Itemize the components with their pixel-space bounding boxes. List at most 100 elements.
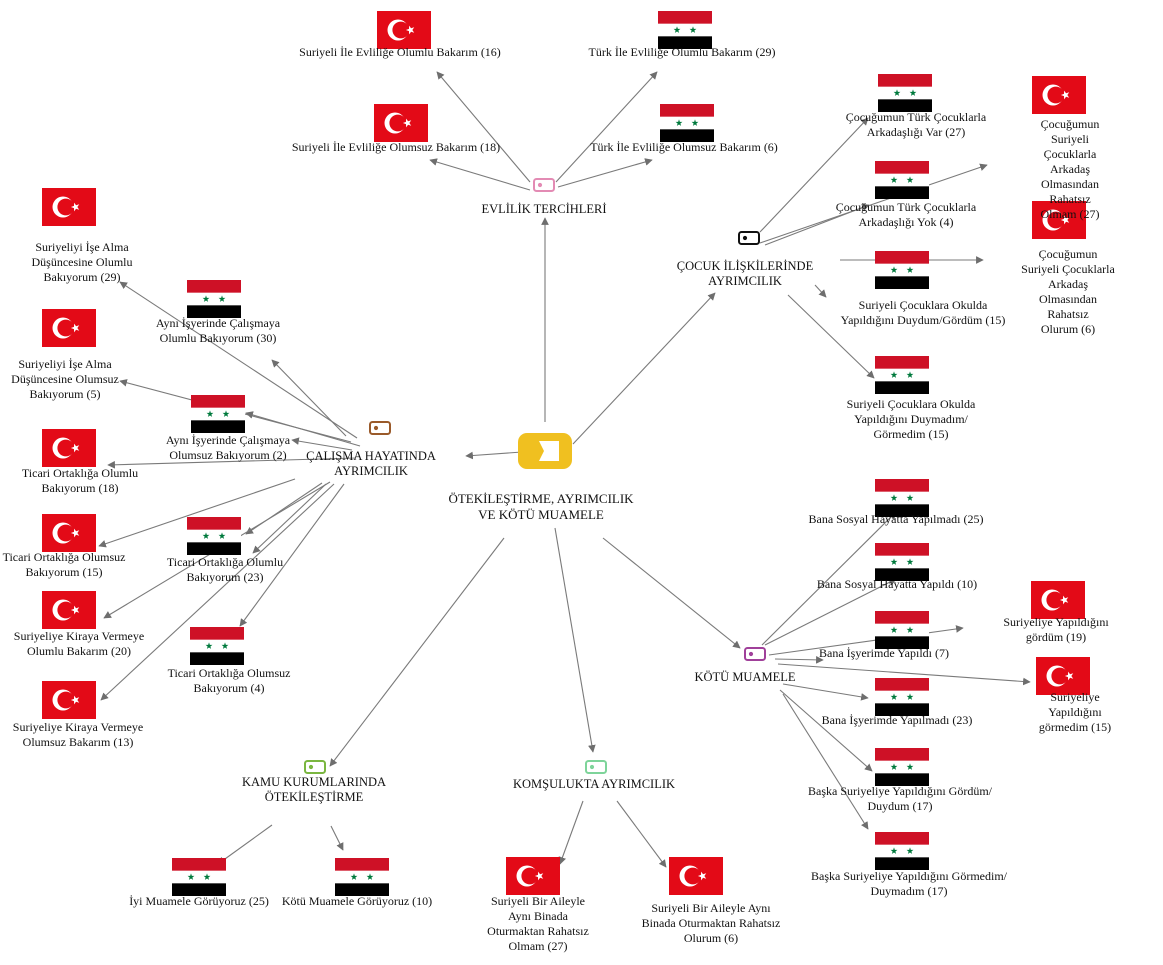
turkey-flag-icon — [42, 309, 96, 347]
leaf-node-label[interactable]: Başka Suriyeliye Yapıldığını Gördüm/ Duy… — [808, 784, 992, 813]
connector-arrow — [330, 825, 344, 851]
connector-arrow — [98, 478, 296, 548]
turkey-flag-icon — [1031, 581, 1085, 619]
leaf-node-label[interactable]: Ticari Ortaklığa Olumsuz Bakıyorum (4) — [167, 666, 291, 695]
leaf-node-label[interactable]: Suriyeli Çocuklara Okulda Yapıldığını Du… — [840, 298, 1006, 327]
leaf-node-label[interactable]: Suriyeli İle Evliliğe Olumsuz Bakarım (1… — [291, 140, 501, 154]
leaf-node-label[interactable]: Suriyeli Bir Aileyle Aynı Binada Oturmak… — [487, 894, 589, 953]
connector-arrow — [759, 117, 869, 233]
tag-icon[interactable] — [304, 760, 326, 774]
leaf-node-label[interactable]: Çocuğumun Türk Çocuklarla Arkadaşlığı Va… — [845, 110, 987, 139]
leaf-node-label[interactable]: Türk İle Evliliğe Olumlu Bakarım (29) — [588, 45, 776, 59]
tag-icon[interactable] — [744, 647, 766, 661]
leaf-node-label[interactable]: Suriyeliye Kiraya Vermeye Olumsuz Bakarı… — [12, 720, 144, 749]
leaf-node-label[interactable]: Ticari Ortaklığa Olumsuz Bakıyorum (15) — [2, 550, 126, 579]
leaf-node-label[interactable]: Ticari Ortaklığa Olumlu Bakıyorum (18) — [21, 466, 139, 495]
leaf-node-label[interactable]: Türk İle Evliliğe Olumsuz Bakarım (6) — [590, 140, 778, 154]
connector-arrow — [572, 292, 716, 445]
turkey-flag-icon — [1032, 76, 1086, 114]
syria-flag-icon — [875, 832, 929, 870]
category-node-kamu[interactable]: KAMU KURUMLARINDA ÖTEKİLEŞTİRME — [241, 775, 387, 804]
syria-flag-icon — [875, 251, 929, 289]
tag-icon[interactable] — [738, 231, 760, 245]
connector-arrow — [271, 359, 347, 437]
connector-arrow — [436, 71, 531, 183]
nodes-layer — [42, 11, 1090, 896]
leaf-node-label[interactable]: Çocuğumun Suriyeli Çocuklarla Arkadaş Ol… — [1040, 117, 1100, 221]
syria-flag-icon — [335, 858, 389, 896]
turkey-flag-icon — [1032, 201, 1086, 239]
connector-arrow — [761, 511, 897, 646]
category-node-evlilik[interactable]: EVLİLİK TERCİHLERİ — [481, 202, 607, 216]
connector-arrow — [602, 537, 741, 649]
connector-arrow — [764, 578, 897, 646]
syria-flag-icon — [875, 678, 929, 716]
edges-layer — [98, 71, 1031, 868]
leaf-node-label[interactable]: Suriyeliye Yapıldığını gördüm (19) — [1003, 615, 1109, 644]
leaf-node-label[interactable]: Kötü Muamele Görüyoruz (10) — [281, 894, 433, 908]
leaf-node-label[interactable]: Aynı İşyerinde Çalışmaya Olumsuz Bakıyor… — [165, 433, 291, 462]
turkey-flag-icon — [1036, 657, 1090, 695]
syria-flag-icon — [191, 395, 245, 433]
leaf-node-label[interactable]: Bana Sosyal Hayatta Yapılmadı (25) — [808, 512, 984, 526]
leaf-node-label[interactable]: Başka Suriyeliye Yapıldığını Görmedim/ D… — [811, 869, 1007, 898]
leaf-node-label[interactable]: Suriyeli Bir Aileyle Aynı Binada Oturmak… — [641, 901, 781, 945]
syria-flag-icon — [875, 611, 929, 649]
connector-arrow — [759, 163, 988, 244]
leaf-node-label[interactable]: Bana İşyerimde Yapıldı (7) — [819, 646, 949, 660]
leaf-node-label[interactable]: Bana Sosyal Hayatta Yapıldı (10) — [816, 577, 978, 591]
connector-arrow — [555, 71, 658, 183]
syria-flag-icon — [190, 627, 244, 665]
connector-arrow — [774, 656, 824, 664]
turkey-flag-icon — [42, 188, 96, 226]
leaf-node-label[interactable]: Aynı İşyerinde Çalışmaya Olumlu Bakıyoru… — [155, 316, 281, 345]
turkey-flag-icon — [42, 514, 96, 552]
syria-flag-icon — [875, 479, 929, 517]
connector-arrow — [245, 482, 323, 535]
syria-flag-icon — [187, 280, 241, 318]
connector-arrow — [239, 483, 345, 627]
connector-arrow — [554, 527, 596, 753]
syria-flag-icon — [660, 104, 714, 142]
connector-arrow — [782, 683, 869, 701]
category-node-cocuk[interactable]: ÇOCUK İLİŞKİLERİNDE AYRIMCILIK — [676, 259, 814, 288]
connector-arrow — [245, 411, 361, 447]
leaf-node-label[interactable]: Suriyeliye Yapıldığını görmedim (15) — [1038, 690, 1112, 734]
syria-flag-icon — [658, 11, 712, 49]
leaf-node-label[interactable]: Ticari Ortaklığa Olumlu Bakıyorum (23) — [166, 555, 284, 584]
root-node-label: ÖTEKİLEŞTİRME, AYRIMCILIK VE KÖTÜ MUAMEL… — [448, 491, 634, 522]
connector-arrow — [465, 451, 523, 460]
category-node-kotu[interactable]: KÖTÜ MUAMELE — [694, 670, 796, 684]
connector-arrow — [429, 158, 531, 191]
connector-arrow — [777, 663, 1031, 686]
syria-flag-icon — [875, 356, 929, 394]
category-node-calisma[interactable]: ÇALIŞMA HAYATINDA AYRIMCILIK — [306, 449, 436, 478]
turkey-flag-icon — [42, 591, 96, 629]
connector-arrow — [779, 689, 873, 772]
leaf-node-label[interactable]: Suriyeliyi İşe Alma Düşüncesine Olumlu B… — [31, 240, 133, 284]
leaf-node-label[interactable]: Suriyeliye Kiraya Vermeye Olumlu Bakarım… — [13, 629, 145, 658]
syria-flag-icon — [187, 517, 241, 555]
syria-flag-icon — [875, 161, 929, 199]
connector-arrow — [787, 294, 875, 379]
category-node-komsu[interactable]: KOMŞULUKTA AYRIMCILIK — [512, 777, 676, 791]
leaf-node-label[interactable]: Çocuğumun Türk Çocuklarla Arkadaşlığı Yo… — [835, 200, 977, 229]
tag-icon[interactable] — [533, 178, 555, 192]
connector-arrow — [217, 824, 273, 865]
tag-icon[interactable] — [369, 421, 391, 435]
tag-icon[interactable] — [585, 760, 607, 774]
leaf-node-label[interactable]: Çocuğumun Suriyeli Çocuklarla Arkadaş Ol… — [1021, 247, 1115, 336]
leaf-node-label[interactable]: Suriyeli Çocuklara Okulda Yapıldığını Du… — [846, 397, 976, 441]
syria-flag-icon — [172, 858, 226, 896]
leaf-node-label[interactable]: Suriyeliyi İşe Alma Düşüncesine Olumsuz … — [11, 357, 119, 401]
leaf-node-label[interactable]: İyi Muamele Görüyoruz (25) — [129, 894, 269, 908]
syria-flag-icon — [875, 748, 929, 786]
turkey-flag-icon — [669, 857, 723, 895]
connector-arrow — [252, 483, 327, 554]
leaf-node-label[interactable]: Bana İşyerimde Yapılmadı (23) — [821, 713, 973, 727]
turkey-flag-icon — [377, 11, 431, 49]
connector-arrow — [107, 457, 357, 469]
leaf-node-label[interactable]: Suriyeli İle Evliliğe Olumlu Bakarım (16… — [299, 45, 501, 59]
folder-icon[interactable] — [518, 433, 572, 469]
